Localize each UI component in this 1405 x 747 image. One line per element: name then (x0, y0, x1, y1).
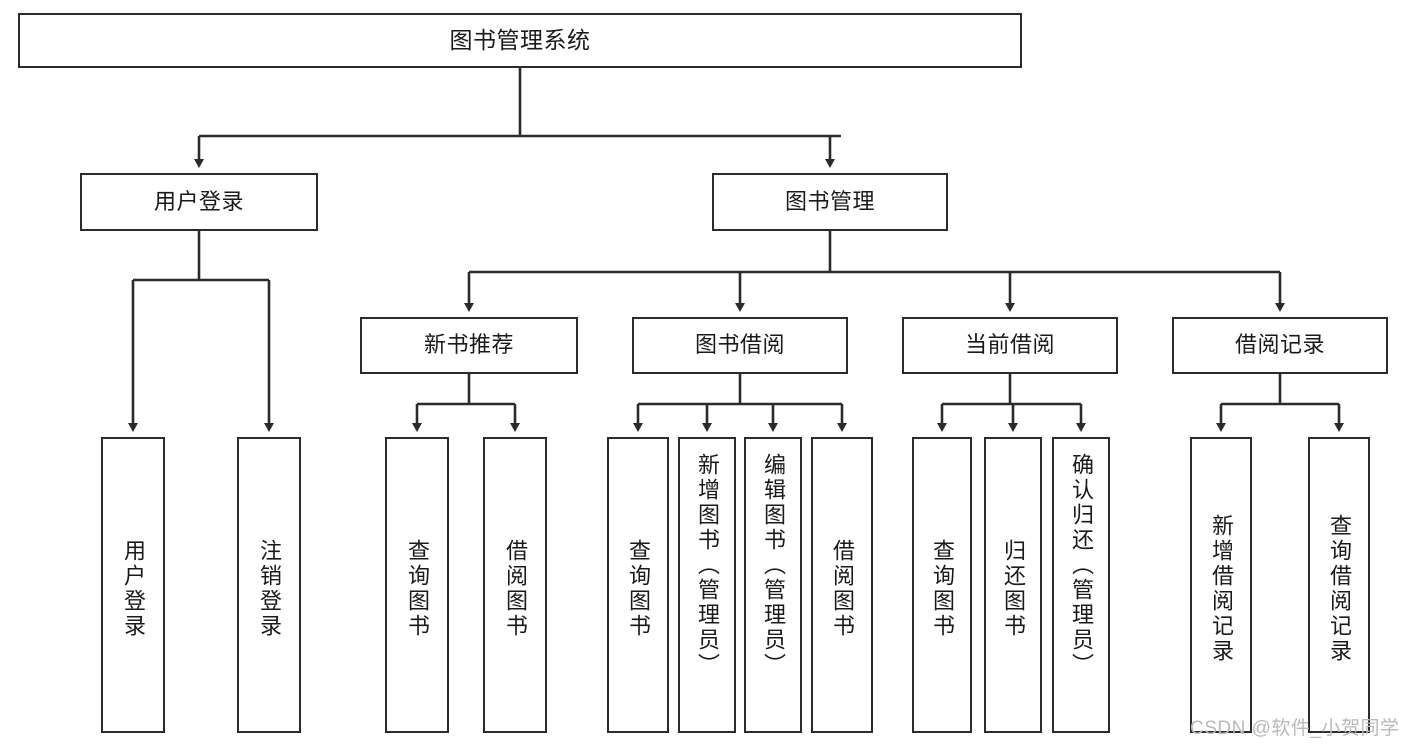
leaf-edit-book-admin[interactable]: 编辑图书（管理员） (744, 437, 802, 733)
leaf-query-book-borrow[interactable]: 查询图书 (607, 437, 669, 733)
leaf-add-book-admin[interactable]: 新增图书（管理员） (678, 437, 736, 733)
leaf-inner: 新增图书（管理员） (680, 447, 734, 737)
watermark-text: CSDN @软件_小贺同学 (1190, 718, 1400, 739)
leaf-inner: 新增借阅记录 (1192, 447, 1250, 731)
node-label: 图书借阅 (694, 332, 785, 358)
leaf-label: 用户登录 (120, 539, 146, 639)
leaf-inner: 借阅图书 (813, 447, 871, 731)
leaf-borrow-book-newbook[interactable]: 借阅图书 (483, 437, 547, 733)
node-book-borrow[interactable]: 图书借阅 (632, 317, 848, 374)
node-label: 用户登录 (153, 188, 244, 214)
leaf-inner: 归还图书 (986, 447, 1040, 731)
node-label: 借阅记录 (1234, 332, 1325, 358)
leaf-inner: 注销登录 (239, 447, 299, 731)
node-root-system[interactable]: 图书管理系统 (18, 13, 1022, 68)
leaf-label: 注销登录 (256, 539, 282, 639)
leaf-label: 查询图书 (625, 539, 651, 639)
leaf-return-book[interactable]: 归还图书 (984, 437, 1042, 733)
leaf-borrow-book-borrow[interactable]: 借阅图书 (811, 437, 873, 733)
node-current-borrow[interactable]: 当前借阅 (902, 317, 1118, 374)
leaf-label: 新增图书（管理员） (694, 453, 720, 678)
leaf-label: 借阅图书 (829, 539, 855, 639)
leaf-query-book-current[interactable]: 查询图书 (912, 437, 972, 733)
node-book-management[interactable]: 图书管理 (712, 173, 948, 231)
leaf-user-login[interactable]: 用户登录 (101, 437, 165, 733)
leaf-label: 查询图书 (404, 539, 430, 639)
node-label: 新书推荐 (423, 332, 514, 358)
leaf-inner: 查询借阅记录 (1310, 447, 1368, 731)
node-label: 图书管理 (784, 188, 875, 214)
leaf-label: 新增借阅记录 (1208, 514, 1234, 664)
node-label: 图书管理系统 (449, 26, 591, 53)
leaf-inner: 用户登录 (103, 447, 163, 731)
leaf-inner: 编辑图书（管理员） (746, 447, 800, 737)
leaf-label: 查询借阅记录 (1326, 514, 1352, 664)
leaf-label: 确认归还（管理员） (1068, 453, 1094, 678)
leaf-inner: 查询图书 (609, 447, 667, 731)
leaf-inner: 确认归还（管理员） (1054, 447, 1108, 737)
leaf-label: 借阅图书 (502, 539, 528, 639)
leaf-confirm-return-admin[interactable]: 确认归还（管理员） (1052, 437, 1110, 733)
leaf-label: 归还图书 (1000, 539, 1026, 639)
node-user-login[interactable]: 用户登录 (80, 173, 318, 231)
node-new-book-recommend[interactable]: 新书推荐 (360, 317, 578, 374)
leaf-inner: 查询图书 (387, 447, 447, 731)
leaf-add-borrow-record[interactable]: 新增借阅记录 (1190, 437, 1252, 733)
leaf-query-borrow-record[interactable]: 查询借阅记录 (1308, 437, 1370, 733)
leaf-label: 编辑图书（管理员） (760, 453, 786, 678)
leaf-query-book-newbook[interactable]: 查询图书 (385, 437, 449, 733)
leaf-label: 查询图书 (929, 539, 955, 639)
leaf-inner: 查询图书 (914, 447, 970, 731)
node-label: 当前借阅 (964, 332, 1055, 358)
node-borrow-record[interactable]: 借阅记录 (1172, 317, 1388, 374)
leaf-user-logout[interactable]: 注销登录 (237, 437, 301, 733)
leaf-inner: 借阅图书 (485, 447, 545, 731)
